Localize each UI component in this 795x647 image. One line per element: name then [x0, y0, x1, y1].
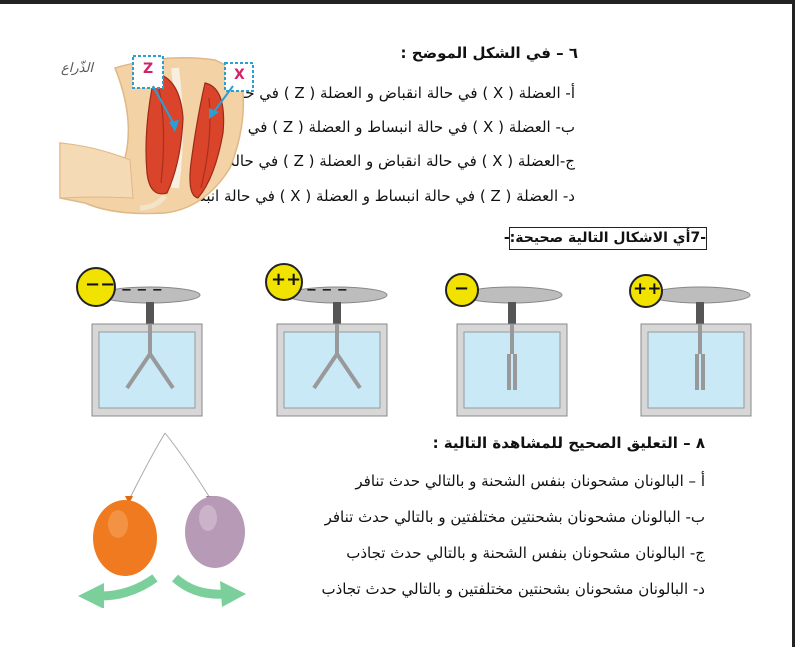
- top-border: [0, 0, 795, 4]
- q8-title: ٨ – التعليق الصحيح للمشاهدة التالية :: [432, 434, 705, 452]
- charge-badge-2-sign: ++: [271, 269, 302, 290]
- charge-badge-1-sign: −−: [85, 274, 116, 295]
- right-border: [792, 0, 795, 647]
- plate-signs-1: − − −: [121, 283, 163, 298]
- electroscope-4: [640, 286, 752, 417]
- charge-badge-4: [629, 274, 663, 308]
- muscle-label-z: Z: [143, 61, 154, 77]
- balloons-figure: [78, 432, 246, 608]
- charge-badge-3: [445, 273, 479, 307]
- q7-title: -7أي الاشكال التالية صحيحة:-: [504, 227, 707, 250]
- charge-badge-3-sign: −: [454, 278, 470, 299]
- q8-option-b: ب- البالونان مشحونان بشحنتين مختلفتين و …: [324, 508, 705, 526]
- q8-option-a: أ – البالونان مشحونان بنفس الشحنة و بالت…: [355, 472, 705, 490]
- charge-badge-1: [76, 267, 116, 307]
- q8-option-d: د- البالونان مشحونان بشحنتين مختلفتين و …: [321, 580, 706, 598]
- electroscope-3: [456, 286, 568, 417]
- electroscope-1: [91, 286, 203, 417]
- plate-signs-2: − − −: [306, 283, 348, 298]
- q6-option-d: د- العضلة ( Z ) في حالة انبساط و العضلة …: [174, 187, 575, 205]
- charge-badge-4-sign: ++: [633, 279, 662, 299]
- q6-title: ٦ – في الشكل الموضح :: [400, 44, 578, 62]
- q8-option-c: ج- البالونان مشحونان بنفس الشحنة و بالتا…: [346, 544, 705, 562]
- charge-badge-2: [265, 263, 303, 301]
- electroscope-2: [276, 286, 388, 417]
- arm-muscle-figure: [59, 55, 254, 215]
- muscle-label-x: X: [234, 67, 245, 83]
- arm-label: الذّراع: [61, 61, 94, 76]
